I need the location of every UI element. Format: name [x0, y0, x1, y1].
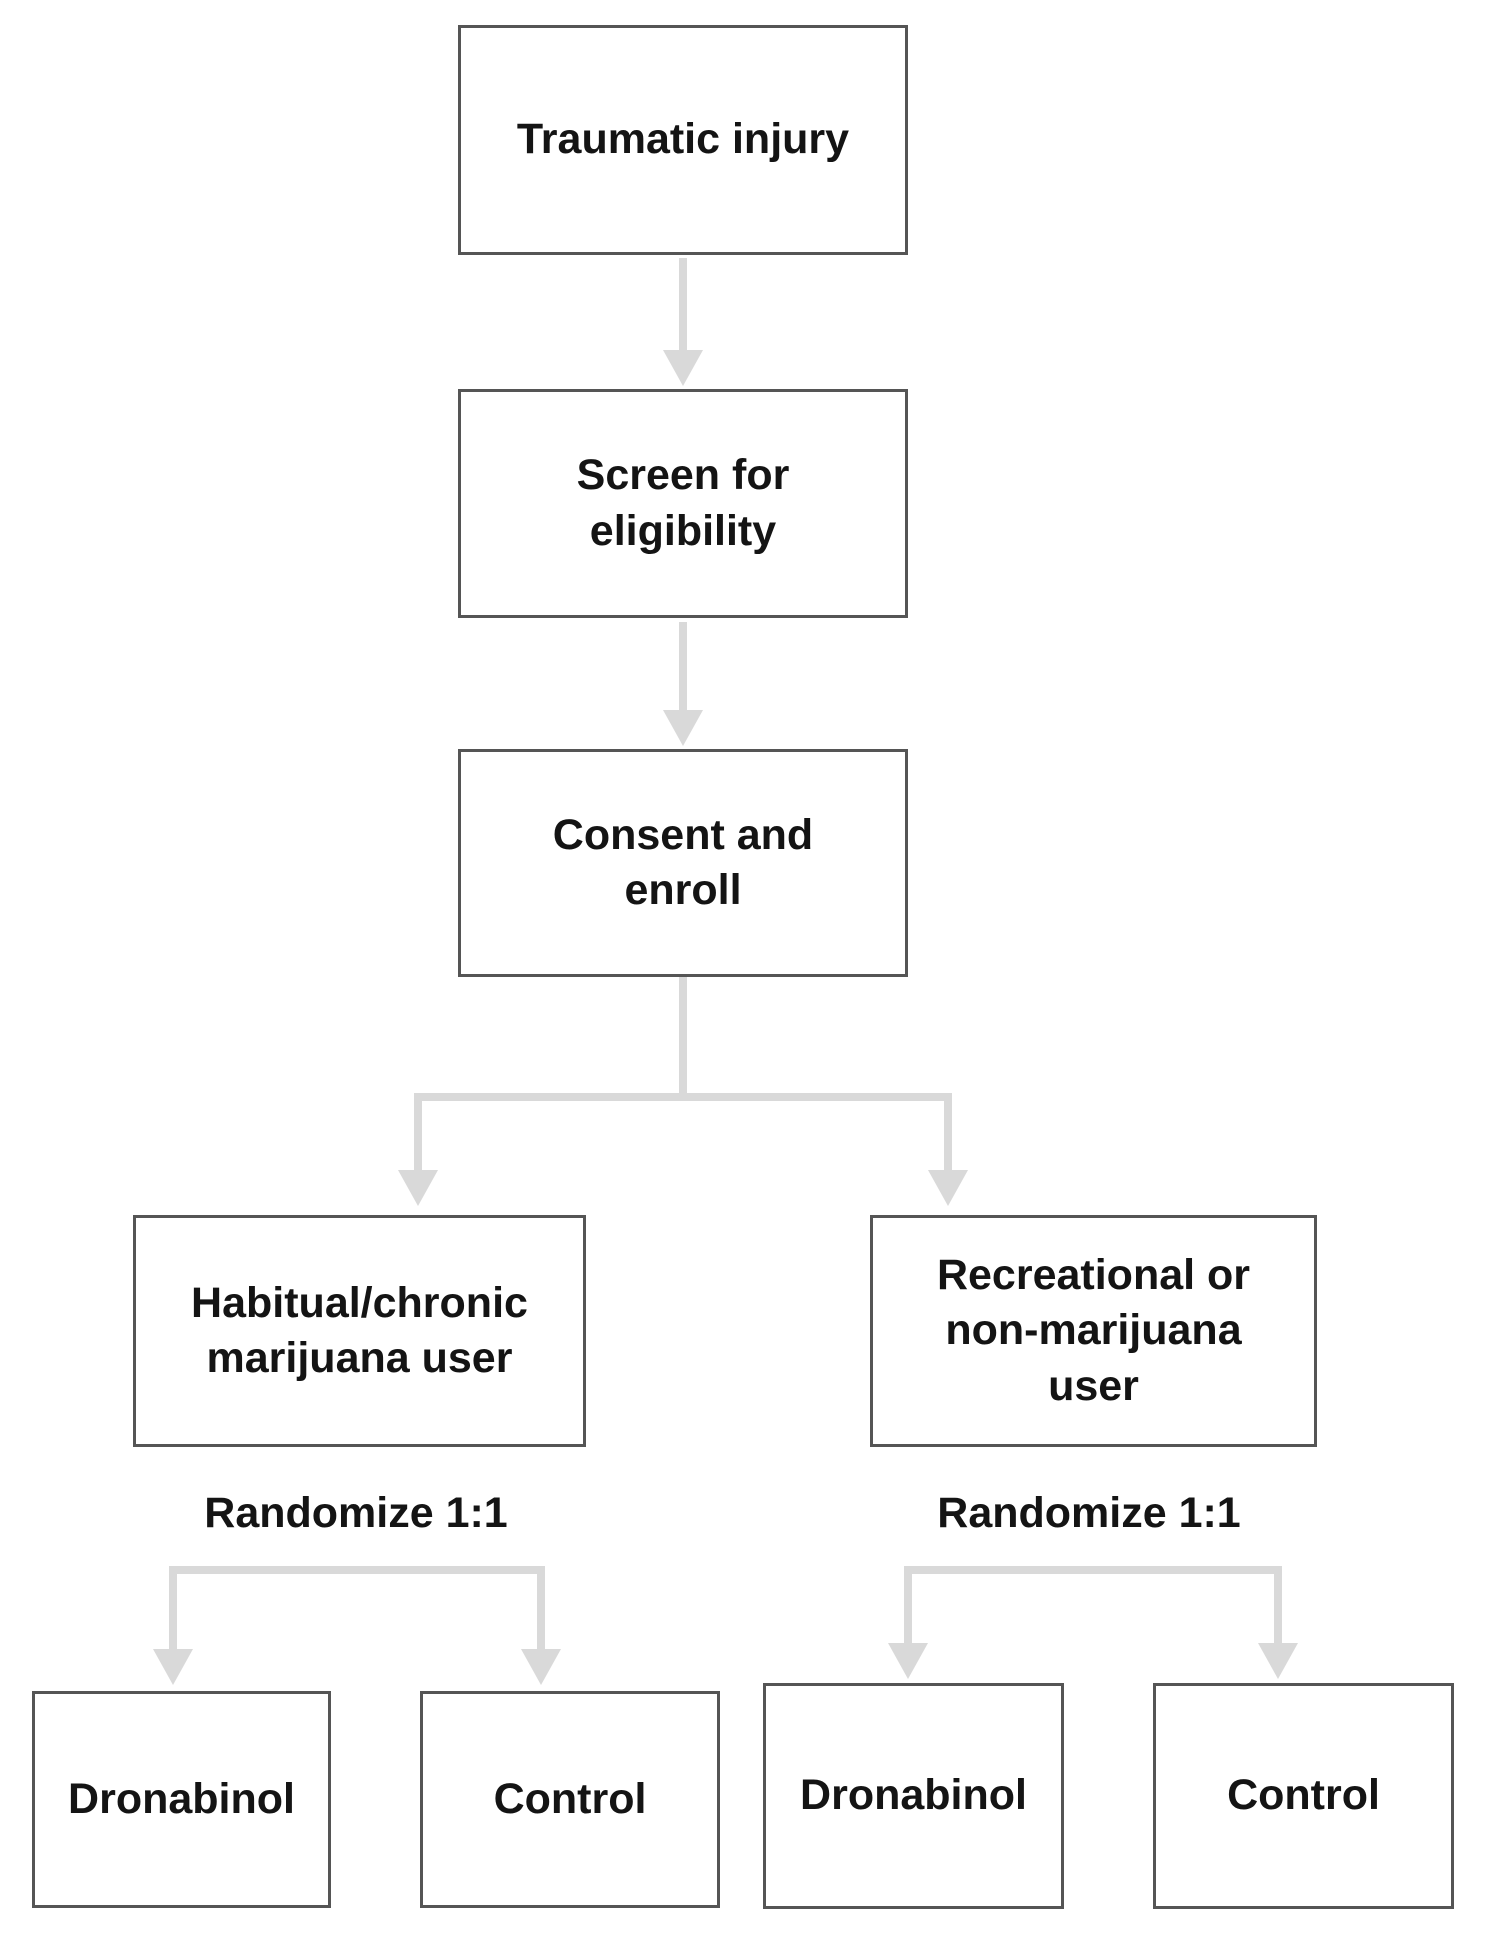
connector-line: [679, 977, 687, 1097]
node-control-habitual: Control: [420, 1691, 720, 1908]
connector-line: [1274, 1566, 1282, 1646]
node-habitual-chronic-marijuana-user: Habitual/chronic marijuana user: [133, 1215, 586, 1447]
connector-line: [169, 1566, 177, 1651]
node-label: Dronabinol: [800, 1771, 1027, 1820]
node-recreational-or-non-marijuana-user: Recreational or non-marijuana user: [870, 1215, 1317, 1447]
node-label: Dronabinol: [68, 1774, 295, 1823]
connector-line: [414, 1093, 952, 1101]
connector-line: [414, 1093, 422, 1173]
connector-line: [679, 622, 687, 714]
arrow-down-icon: [153, 1649, 193, 1685]
arrow-down-icon: [398, 1170, 438, 1206]
node-label: Control: [493, 1774, 647, 1823]
connector-line: [169, 1566, 545, 1574]
arrow-down-icon: [928, 1170, 968, 1206]
node-control-recreational: Control: [1153, 1683, 1454, 1909]
node-label: Traumatic injury: [516, 115, 850, 164]
arrow-down-icon: [663, 350, 703, 386]
node-screen-for-eligibility: Screen for eligibility: [458, 389, 908, 618]
arrow-down-icon: [1258, 1643, 1298, 1679]
arrow-down-icon: [888, 1643, 928, 1679]
randomize-label-left: Randomize 1:1: [204, 1489, 508, 1537]
connector-line: [904, 1566, 1282, 1574]
connector-line: [944, 1093, 952, 1173]
arrow-down-icon: [663, 710, 703, 746]
node-dronabinol-recreational: Dronabinol: [763, 1683, 1064, 1909]
node-consent-and-enroll: Consent and enroll: [458, 749, 908, 977]
node-label: Recreational or non-marijuana user: [936, 1251, 1251, 1410]
connector-line: [537, 1566, 545, 1651]
connector-line: [679, 258, 687, 354]
arrow-down-icon: [521, 1649, 561, 1685]
randomize-label-right: Randomize 1:1: [937, 1489, 1241, 1537]
node-label: Control: [1227, 1771, 1380, 1820]
node-traumatic-injury: Traumatic injury: [458, 25, 908, 255]
node-label: Habitual/chronic marijuana user: [191, 1278, 528, 1382]
node-label: Consent and enroll: [552, 810, 814, 914]
connector-line: [904, 1566, 912, 1646]
node-label: Screen for eligibility: [576, 451, 790, 555]
node-dronabinol-habitual: Dronabinol: [32, 1691, 331, 1908]
